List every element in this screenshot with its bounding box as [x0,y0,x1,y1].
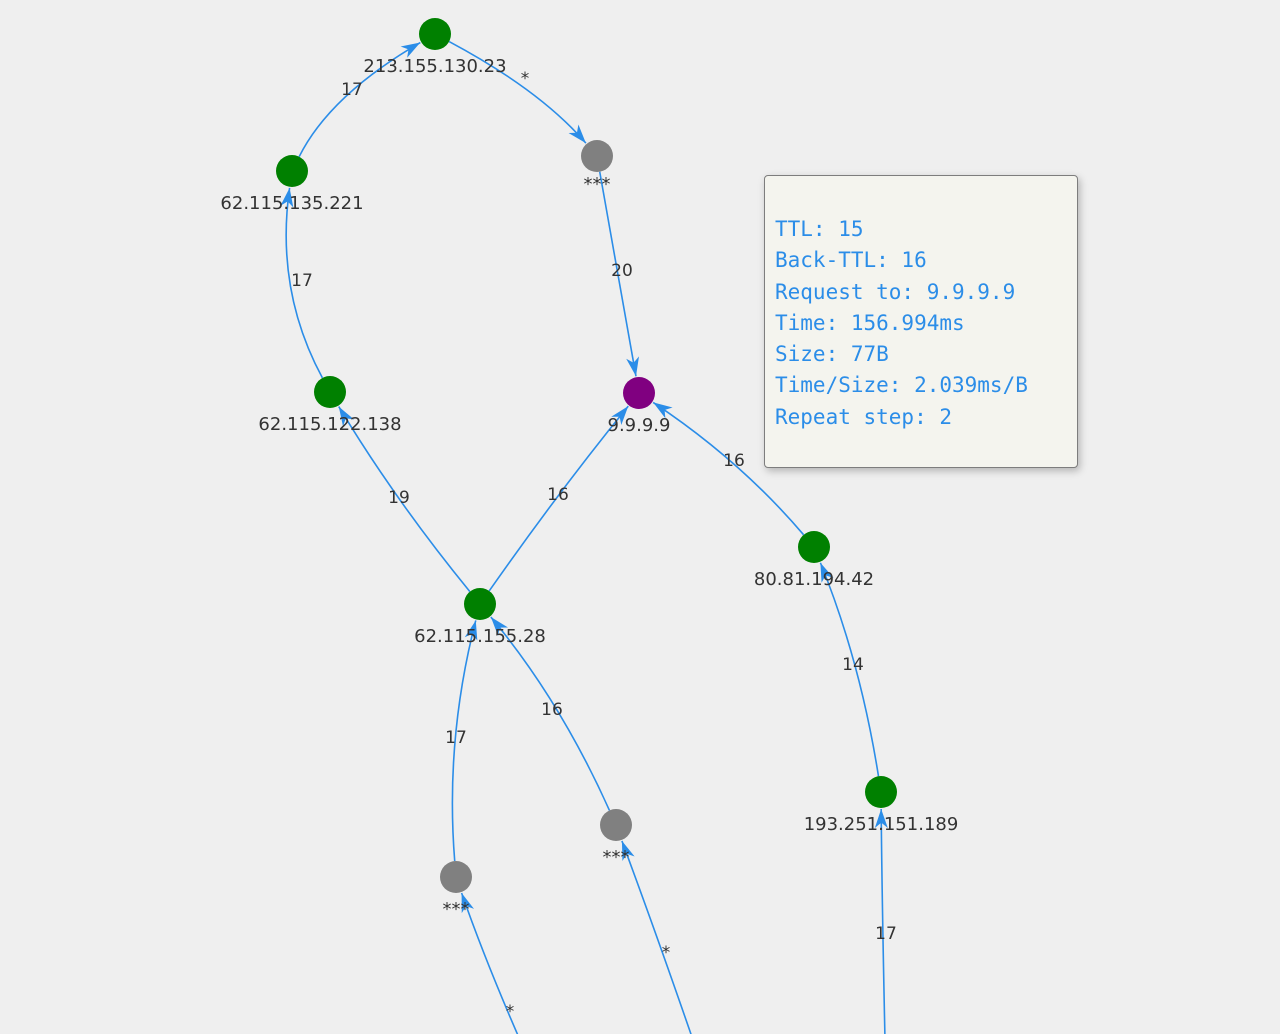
edge-arrowhead [626,356,640,377]
edge-label: 19 [388,488,410,508]
edge-arrowhead [568,124,586,144]
tooltip-ttl: TTL: 15 [775,217,864,241]
tooltip-back-ttl: Back-TTL: 16 [775,248,927,273]
unknown-hop-node[interactable] [600,809,632,841]
edge-arrowhead [874,808,888,829]
edge-line [298,41,421,158]
unknown-hop-node[interactable] [440,861,472,893]
edge-arrowhead [490,617,509,636]
edge-label: 17 [341,80,363,100]
node-label: 213.155.130.23 [363,56,506,77]
edge-line [652,401,805,536]
edge-arrowhead [653,402,673,419]
node-label: *** [443,899,470,920]
hop-node[interactable] [798,531,830,563]
edge-label: 16 [541,700,563,720]
edge-label: 20 [611,261,633,281]
edge-arrowhead [611,406,629,426]
tooltip-time: Time: 156.994ms [775,310,965,335]
hop-node[interactable] [865,776,897,808]
edge-line [488,405,629,592]
node-label: *** [603,847,630,868]
hop-node[interactable] [314,376,346,408]
edge-line [598,171,637,377]
edge-arrowhead [461,893,475,914]
node-label: 62.115.122.138 [258,414,401,435]
hop-details-tooltip: TTL: 15 Back-TTL: 16 Request to: 9.9.9.9… [764,175,1078,468]
target-node[interactable] [623,377,655,409]
edge-label: 17 [291,271,313,291]
edge-label: 14 [842,655,864,675]
edge-arrowhead [820,562,834,583]
edge-arrowhead [400,42,421,58]
hop-node[interactable] [276,155,308,187]
edge-label: 17 [875,924,897,944]
node-label: *** [584,174,611,195]
node-label: 80.81.194.42 [754,569,874,590]
hop-node[interactable] [464,588,496,620]
edge-line [880,808,886,1034]
edge-line [621,840,692,1034]
edge-line [490,616,611,811]
tooltip-size: Size: 77B [775,342,889,367]
edge-label: 16 [547,485,569,505]
edge-label: 16 [723,451,745,471]
edge-label: 17 [445,728,467,748]
unknown-hop-node[interactable] [581,140,613,172]
hop-node[interactable] [419,18,451,50]
edge-line [448,40,587,144]
node-label: 62.115.155.28 [414,626,546,647]
edge-label: * [662,943,671,963]
edge-label: * [506,1002,515,1022]
edge-arrowhead [464,620,478,641]
tooltip-repeat-step: Repeat step: 2 [775,404,953,429]
edge-line [338,406,471,593]
edge-label: * [521,69,530,89]
edge-arrowhead [621,840,635,862]
edge-line [819,562,880,777]
node-label: 62.115.135.221 [220,193,363,214]
tooltip-time-size: Time/Size: 2.039ms/B [775,373,1028,398]
edge-line [460,892,519,1034]
tooltip-request-to: Request to: 9.9.9.9 [775,279,1016,304]
edge-arrowhead [280,187,294,208]
edge-arrowhead [338,406,355,427]
node-label: 193.251.151.189 [804,814,959,835]
node-label: 9.9.9.9 [608,415,671,436]
edge-line [451,620,477,862]
edge-line [285,187,324,379]
